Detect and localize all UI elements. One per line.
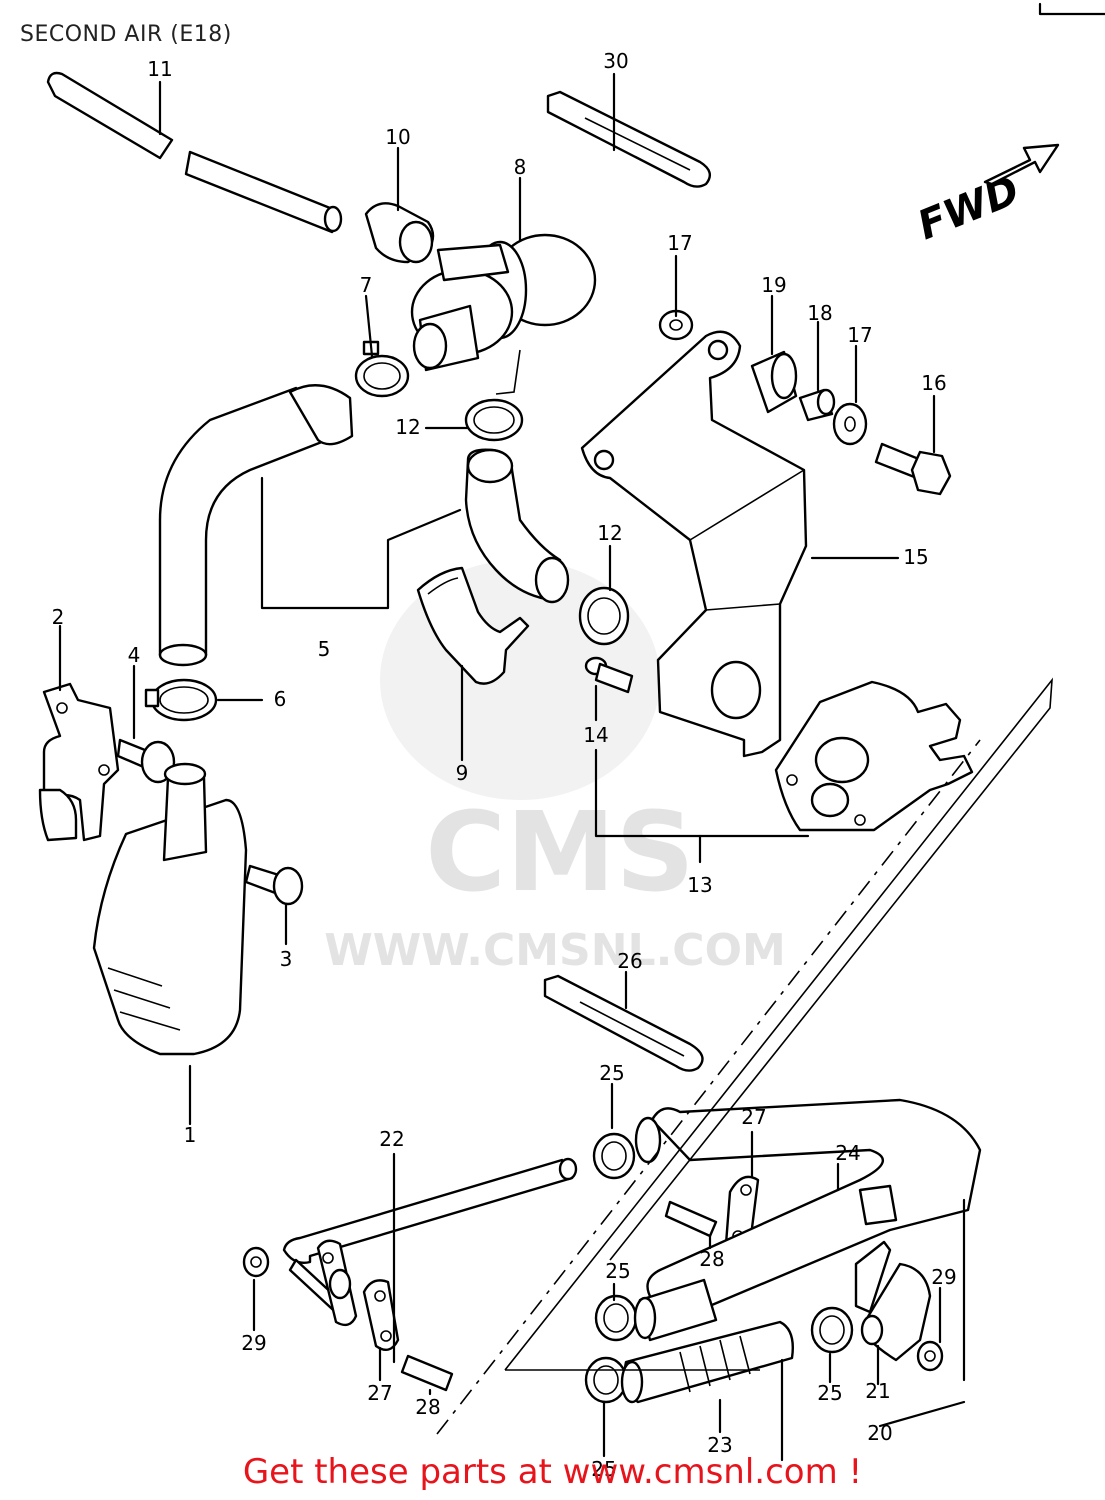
part-10-cap	[364, 202, 435, 264]
callout-22: 22	[379, 1127, 404, 1151]
part-8-valve	[410, 233, 597, 395]
part-25-clamp-b	[594, 1294, 638, 1342]
fwd-label: FWD	[912, 167, 1026, 249]
part-24-pipe	[633, 1098, 982, 1342]
assembly-outline-upper	[504, 677, 1053, 1371]
part-22-pipe	[282, 1157, 578, 1327]
callout-4: 4	[128, 643, 141, 667]
callout-10: 10	[385, 125, 410, 149]
part-12-clamp-lower	[578, 586, 630, 646]
callout-16: 16	[921, 371, 946, 395]
callout-29-b: 29	[931, 1265, 956, 1289]
callout-12-upper: 12	[395, 415, 420, 439]
callout-29-a: 29	[241, 1331, 266, 1355]
part-25-clamp-c	[584, 1356, 628, 1404]
part-11-hose	[46, 71, 343, 234]
part-13-valve	[774, 680, 974, 832]
callout-19: 19	[761, 273, 786, 297]
callout-30: 30	[603, 49, 628, 73]
watermark-brand: CMS	[425, 788, 694, 916]
callout-13: 13	[687, 873, 712, 897]
callout-2: 2	[52, 605, 65, 629]
page-title: SECOND AIR (E18)	[20, 22, 232, 47]
callout-11: 11	[147, 57, 172, 81]
part-30-bracket	[546, 90, 712, 188]
callout-27-b: 27	[741, 1105, 766, 1129]
assembly-centerline	[436, 739, 981, 1435]
part-25-clamp-a	[592, 1132, 636, 1180]
part-18-collar	[798, 388, 836, 422]
part-5-hose	[158, 384, 570, 667]
callout-25-c: 25	[591, 1457, 616, 1481]
part-15-plate	[580, 330, 808, 758]
callout-8: 8	[514, 155, 527, 179]
callout-17-lower: 17	[847, 323, 872, 347]
watermark-url: WWW.CMSNL.COM	[324, 925, 786, 976]
part-2-bracket	[38, 682, 120, 842]
callout-23: 23	[707, 1433, 732, 1457]
part-3-bolt	[244, 864, 304, 906]
fwd-indicator: FWD	[912, 143, 1060, 249]
footer-promo-text: Get these parts at www.cmsnl.com !	[242, 1452, 863, 1492]
part-28-stud-a	[400, 1354, 454, 1392]
part-29-nut-a	[242, 1246, 270, 1278]
part-26-bracket	[543, 974, 704, 1072]
callout-14: 14	[583, 723, 608, 747]
part-29-nut-b	[916, 1340, 944, 1372]
callout-24: 24	[835, 1141, 860, 1165]
part-7-clamp	[354, 340, 410, 398]
callout-3: 3	[280, 947, 293, 971]
callout-25-b: 25	[605, 1259, 630, 1283]
callout-25-d: 25	[817, 1381, 842, 1405]
part-27-gasket-a	[362, 1279, 400, 1352]
fwd-arrow-icon	[983, 143, 1060, 186]
callout-12-lower: 12	[597, 521, 622, 545]
callout-17-upper: 17	[667, 231, 692, 255]
part-25-clamp-d	[810, 1306, 854, 1354]
callout-5: 5	[318, 637, 331, 661]
callout-7: 7	[360, 273, 373, 297]
part-9-clip	[416, 566, 530, 685]
part-14-bolt	[584, 656, 634, 694]
part-16-bolt	[874, 442, 952, 496]
callout-27-a: 27	[367, 1381, 392, 1405]
callout-15: 15	[903, 545, 928, 569]
part-12-clamp-upper	[464, 398, 524, 442]
part-23-hose	[620, 1320, 794, 1404]
part-6-clamp	[144, 678, 218, 722]
callout-25-a: 25	[599, 1061, 624, 1085]
callout-26: 26	[617, 949, 642, 973]
callout-18: 18	[807, 301, 832, 325]
callout-21: 21	[865, 1379, 890, 1403]
leader-lines	[58, 72, 966, 1462]
corner-mark	[1038, 2, 1105, 16]
part-17-washer-lower	[832, 402, 868, 446]
callout-labels: 11 30 10 8 7 17 19 18 17 16 12 12 15 5 6…	[52, 49, 957, 1481]
part-19-grommet	[750, 350, 798, 414]
callout-6: 6	[274, 687, 287, 711]
callout-20: 20	[867, 1421, 892, 1445]
callout-1: 1	[184, 1123, 197, 1147]
callout-9: 9	[456, 761, 469, 785]
part-28-stud-b	[664, 1200, 718, 1238]
part-21-joint	[854, 1240, 932, 1362]
callout-28-b: 28	[699, 1247, 724, 1271]
part-1-box	[92, 762, 248, 1056]
callout-28-a: 28	[415, 1395, 440, 1419]
